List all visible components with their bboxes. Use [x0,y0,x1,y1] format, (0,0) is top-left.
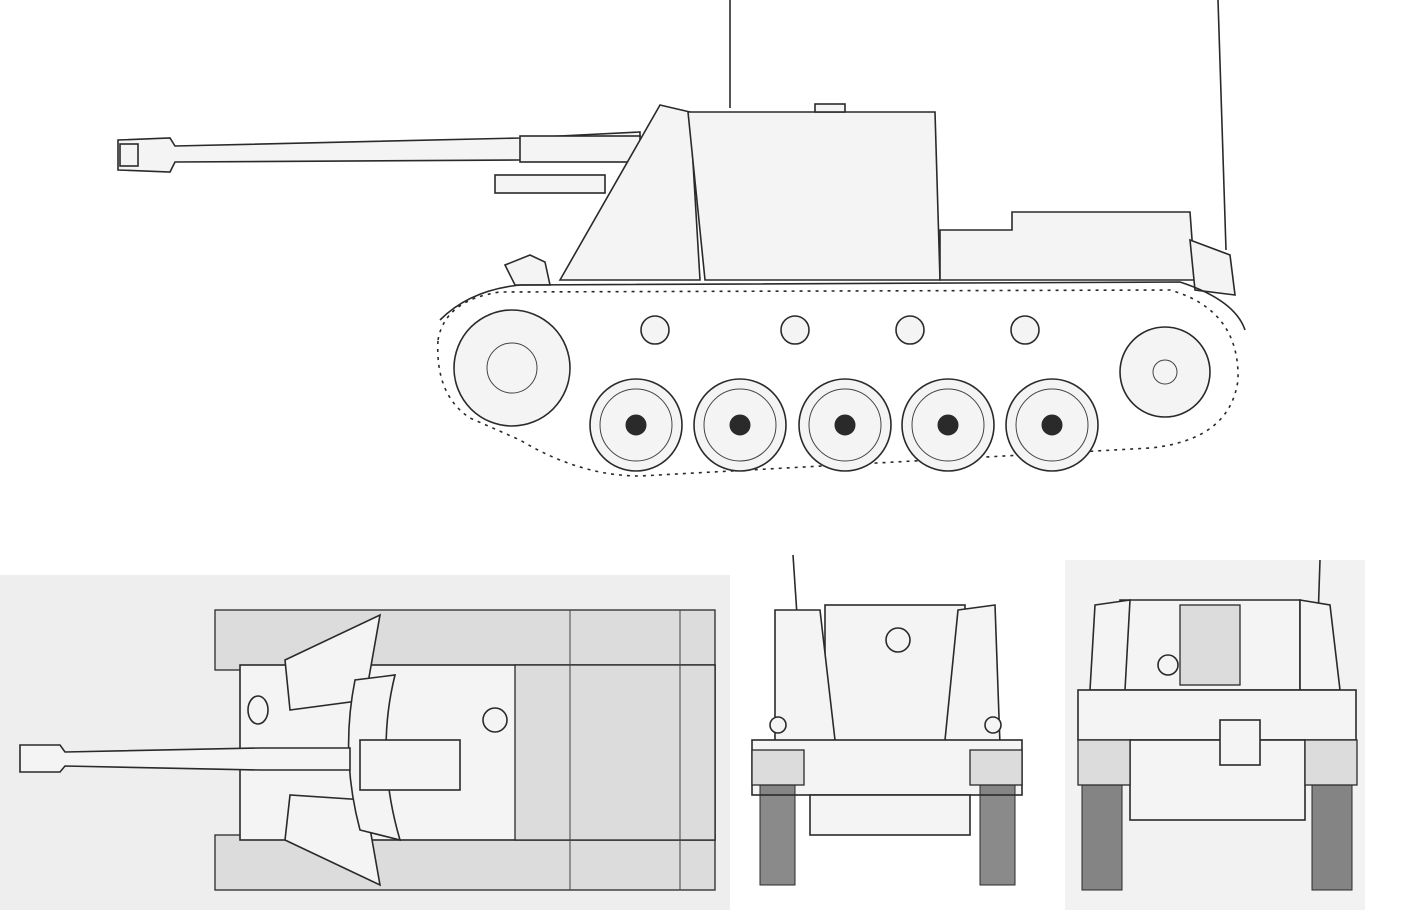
front-view [738,554,1038,910]
road-wheel-rim [703,388,777,462]
road-wheel-rim [911,388,985,462]
road-wheel-hub [625,414,647,436]
top-view [0,575,730,910]
engine-deck [939,211,1196,281]
return-roller [640,315,670,345]
road-wheel-rim [808,388,882,462]
road-wheel-hub [937,414,959,436]
rear-right-track [1311,784,1353,891]
breech [359,739,461,791]
rear-exhaust [1189,238,1236,296]
fighting-compartment [687,111,941,281]
road-wheel-rim [599,388,673,462]
headlight [503,254,551,286]
idler-wheel [1119,326,1211,418]
road-wheel-hub [729,414,751,436]
hatch [814,103,846,113]
track-guard [439,281,1246,331]
road-wheel-rim [1015,388,1089,462]
front-left-track [759,784,796,886]
return-roller [780,315,810,345]
gun-breech-rear [1179,604,1241,686]
front-compartment [824,604,966,746]
track [436,289,1239,477]
road-wheel-hub [1041,414,1063,436]
return-roller [1010,315,1040,345]
return-roller [895,315,925,345]
idler-hub [1152,359,1178,385]
gun-barrel [117,131,641,194]
drive-sprocket [453,309,571,427]
top-gun-barrel [19,744,351,773]
sprocket-hub [486,342,538,394]
road-wheel-hub [834,414,856,436]
engine-deck-top [514,664,716,841]
front-antenna [792,554,798,616]
rear-antenna [1217,0,1227,251]
front-right-track [979,784,1016,886]
rear-left-track [1081,784,1123,891]
rear-view [1065,559,1365,910]
side-view [88,0,1258,502]
rear-hull [1077,689,1357,741]
